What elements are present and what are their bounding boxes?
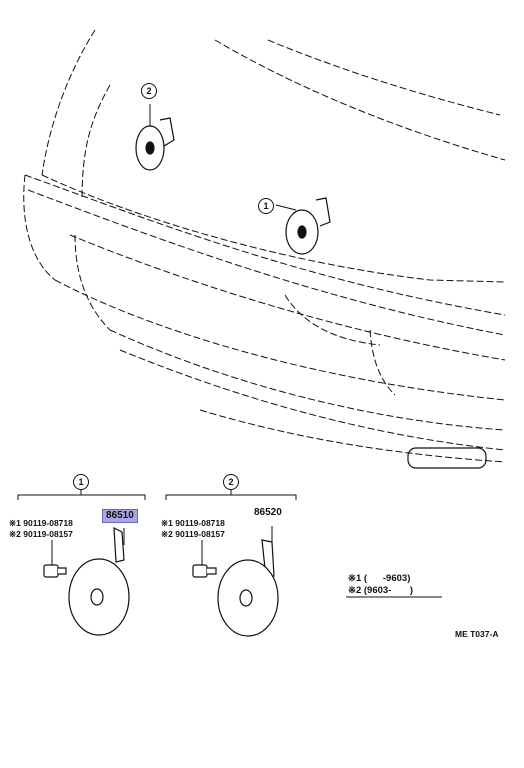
bolt-1-group-1: ※1 90119-08718 xyxy=(9,519,73,528)
note-1: ※1 ( -9603) xyxy=(348,574,410,584)
bolt-2-group-1: ※2 90119-08157 xyxy=(9,530,73,539)
bumper-inner xyxy=(284,294,381,346)
bumper-lower xyxy=(74,234,111,331)
fender-line-3 xyxy=(81,84,111,201)
bumper-grille-2 xyxy=(119,349,506,451)
note-2: ※2 (9603- ) xyxy=(348,586,413,596)
mounted-horn-1 xyxy=(275,197,331,255)
bumper-top-2 xyxy=(27,189,506,336)
bolt-mark: ※1 xyxy=(9,518,21,528)
part-number-86510[interactable]: 86510 xyxy=(102,509,138,523)
bumper-right xyxy=(369,329,396,396)
note-mark: ※2 xyxy=(348,585,362,596)
mounted-horn-2 xyxy=(135,104,175,171)
note-mark: ※1 xyxy=(348,573,362,584)
note-range: ( -9603) xyxy=(363,573,411,584)
bolt-number: 90119-08718 xyxy=(23,518,73,528)
group-1-bracket xyxy=(17,494,146,500)
bumper-bottom xyxy=(199,409,506,463)
bumper-left xyxy=(23,174,56,281)
callout-2-group: 2 xyxy=(223,474,239,490)
bumper-grille-1 xyxy=(109,329,506,431)
fender-line-2 xyxy=(267,39,501,116)
bolt-mark: ※1 xyxy=(161,518,173,528)
hood-edge xyxy=(41,174,506,283)
callout-1-group: 1 xyxy=(73,474,89,490)
bolt-mark: ※2 xyxy=(9,529,21,539)
figure-code: ME T037-A xyxy=(455,629,499,639)
bumper-top xyxy=(24,174,506,316)
bolt-number: 90119-08157 xyxy=(23,529,73,539)
group-2-bracket xyxy=(165,494,297,500)
bumper-mid-1 xyxy=(54,279,506,401)
note-range: (9603- ) xyxy=(363,585,413,596)
bumper-mid-2 xyxy=(69,234,506,361)
callout-2-car: 2 xyxy=(141,83,157,99)
horn-part-86520 xyxy=(192,526,279,637)
horn-part-86510 xyxy=(43,526,130,636)
bolt-mark: ※2 xyxy=(161,529,173,539)
bolt-number: 90119-08157 xyxy=(175,529,225,539)
hood-outline xyxy=(41,29,96,176)
fog-lamp xyxy=(407,447,487,469)
part-number-86520[interactable]: 86520 xyxy=(254,507,282,518)
bolt-2-group-2: ※2 90119-08157 xyxy=(161,530,225,539)
bolt-1-group-2: ※1 90119-08718 xyxy=(161,519,225,528)
bolt-number: 90119-08718 xyxy=(175,518,225,528)
fender-line-1 xyxy=(214,39,506,161)
callout-1-car: 1 xyxy=(258,198,274,214)
